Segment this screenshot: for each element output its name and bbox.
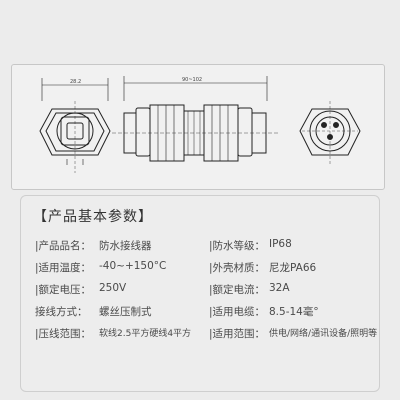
spec-value: 尼龙PA66: [269, 262, 317, 274]
connector-technical-drawing: 28.2: [39, 76, 361, 173]
spec-label: |适用电缆：: [209, 306, 266, 318]
spec-value: 供电/网络/通讯设备/照明等: [269, 329, 378, 339]
spec-value: IP68: [269, 238, 292, 250]
spec-row: 接线方式： 螺丝压制式 |适用电缆： 8.5-14毫°: [35, 304, 375, 324]
spec-title: 【产品基本参数】: [33, 209, 153, 225]
left-end-view: [39, 78, 111, 173]
spec-row: |额定电压： 250V |额定电流： 32A: [35, 282, 375, 302]
spec-label: |适用温度：: [35, 262, 92, 274]
left-dimension-label: 28.2: [70, 79, 81, 85]
right-end-view: [299, 101, 361, 165]
spec-value: 防水接线器: [99, 240, 152, 252]
center-side-view: [112, 76, 278, 162]
spec-label: |压线范围：: [35, 328, 92, 340]
spec-label: |产品品名：: [35, 240, 92, 252]
spec-label: 接线方式：: [35, 306, 88, 318]
technical-drawing-panel: 28.2: [11, 64, 385, 190]
spec-row: |压线范围： 软线2.5平方硬线4平方 |适用范围： 供电/网络/通讯设备/照明…: [35, 326, 378, 346]
spec-value: 8.5-14毫°: [269, 306, 319, 318]
spec-label: |额定电压：: [35, 284, 92, 296]
spec-row: |产品品名： 防水接线器 |防水等级： IP68: [35, 238, 375, 258]
spec-label: |外壳材质：: [209, 262, 266, 274]
spec-value: 32A: [269, 282, 290, 294]
spec-label: |防水等级：: [209, 240, 266, 252]
spec-label: |额定电流：: [209, 284, 266, 296]
spec-label: |适用范围：: [209, 328, 266, 340]
spec-value: 螺丝压制式: [99, 306, 152, 318]
center-dimension-label: 90~102: [182, 77, 202, 83]
spec-card: 【产品基本参数】 |产品品名： 防水接线器 |防水等级： IP68 |适用温度：…: [20, 195, 380, 392]
spec-value: 软线2.5平方硬线4平方: [99, 329, 192, 339]
spec-value: -40~+150°C: [99, 260, 167, 272]
spec-row: |适用温度： -40~+150°C |外壳材质： 尼龙PA66: [35, 260, 375, 280]
spec-value: 250V: [99, 282, 127, 294]
